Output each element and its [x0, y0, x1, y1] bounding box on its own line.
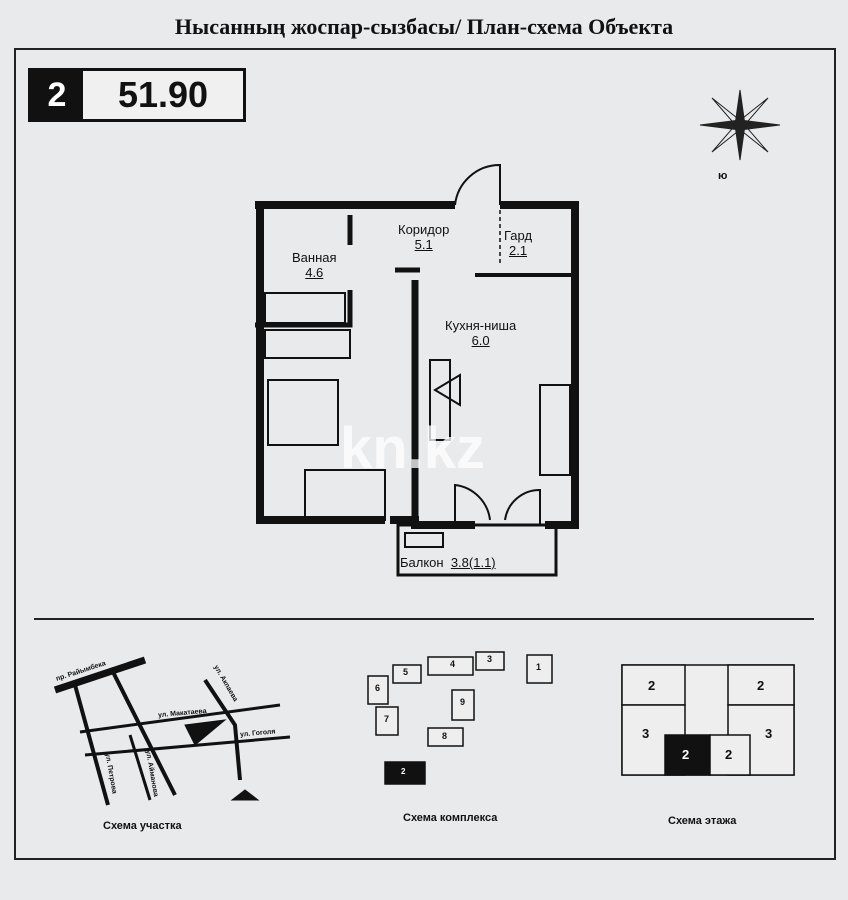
unit-label-selected: 2	[682, 747, 690, 762]
block-label: 7	[384, 714, 390, 724]
block-label: 1	[536, 662, 542, 672]
unit-label: 3	[642, 726, 650, 741]
complex-scheme	[367, 651, 553, 785]
block-label: 3	[487, 654, 493, 664]
compass-icon	[699, 89, 781, 161]
block-label: 2	[401, 767, 406, 776]
document-frame	[14, 48, 836, 860]
watermark: kn.kz	[340, 416, 486, 481]
unit-label: 2	[648, 678, 656, 693]
floor-scheme-caption: Схема этажа	[668, 815, 737, 827]
site-scheme-caption: Схема участка	[103, 820, 182, 832]
apartment-badge: 2 51.90	[28, 68, 246, 122]
room-balcony: Балкон 3.8(1.1)	[400, 555, 496, 570]
room-count: 2	[31, 71, 83, 119]
divider	[34, 618, 814, 620]
block-label: 8	[442, 731, 448, 741]
complex-scheme-caption: Схема комплекса	[403, 812, 498, 824]
total-area: 51.90	[83, 71, 243, 119]
compass-label: ю	[718, 170, 728, 182]
unit-label: 2	[757, 678, 765, 693]
site-scheme-map	[53, 656, 291, 806]
unit-label: 2	[725, 747, 733, 762]
block-label: 6	[375, 683, 381, 693]
floor-scheme	[621, 664, 795, 776]
page-title: Нысанның жоспар-сызбасы/ План-схема Объе…	[174, 14, 674, 39]
block-label: 5	[403, 667, 409, 677]
unit-label: 3	[765, 726, 773, 741]
block-label: 4	[450, 659, 456, 669]
floor-plan	[255, 163, 579, 577]
block-label: 9	[460, 697, 466, 707]
